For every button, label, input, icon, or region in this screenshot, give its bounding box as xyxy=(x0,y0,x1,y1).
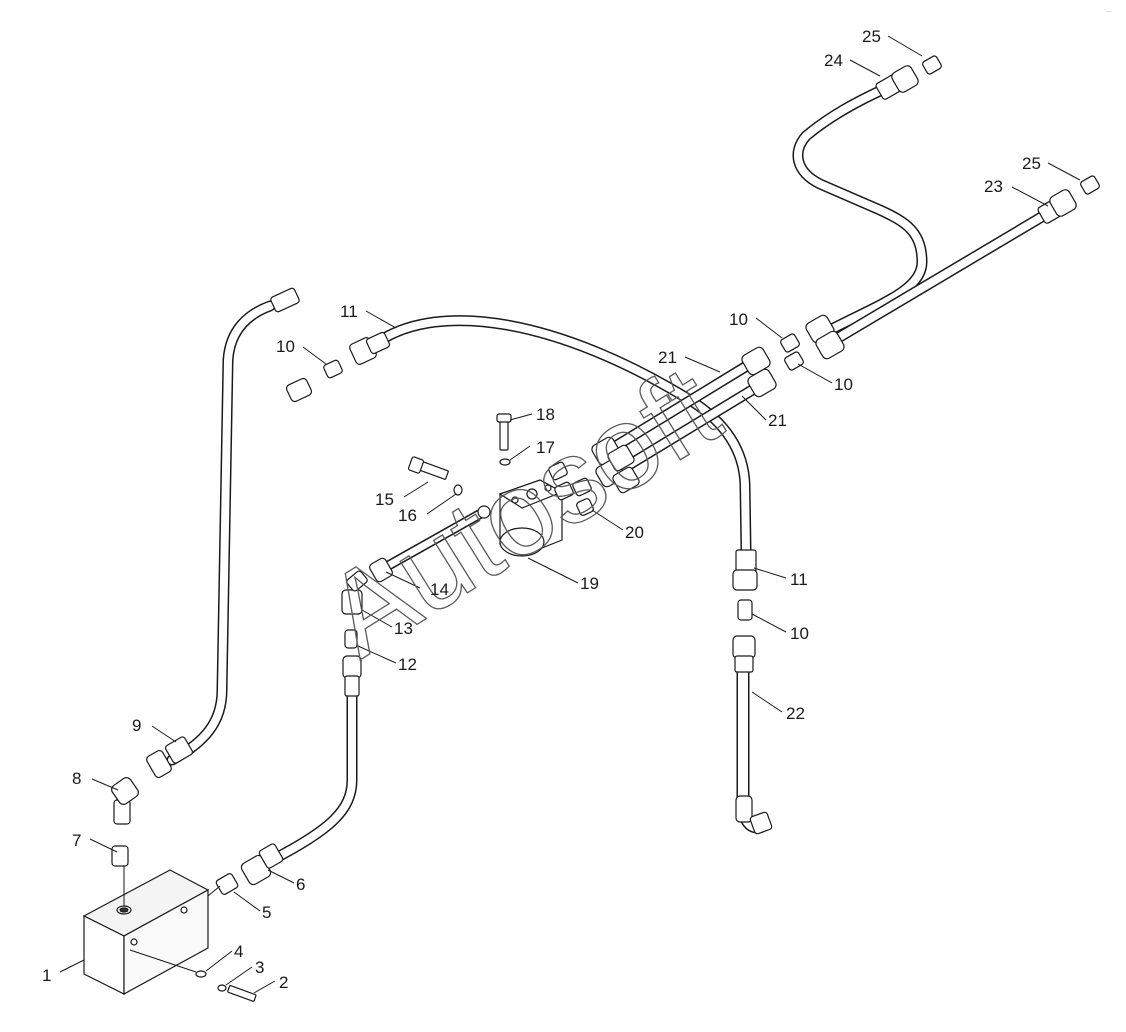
callout-17: 17 xyxy=(536,438,555,457)
fittings xyxy=(111,55,1100,1002)
callout-10-right-upper: 10 xyxy=(729,310,748,329)
callout-6: 6 xyxy=(296,875,305,894)
assembly-lines xyxy=(123,866,221,973)
callout-22: 22 xyxy=(786,704,805,723)
callout-11-upper: 11 xyxy=(340,302,358,321)
leader-lines xyxy=(59,35,1081,994)
callout-14: 14 xyxy=(430,580,449,599)
callout-16: 16 xyxy=(398,506,417,525)
callout-19: 19 xyxy=(580,574,599,593)
callout-25-right: 25 xyxy=(1022,154,1041,173)
callout-15: 15 xyxy=(375,490,394,509)
manifold-block-1 xyxy=(82,869,210,996)
callout-25-top: 25 xyxy=(862,27,881,46)
callout-10-lower: 10 xyxy=(790,624,809,643)
callout-5: 5 xyxy=(262,903,271,922)
callout-23: 23 xyxy=(984,177,1003,196)
callout-18: 18 xyxy=(536,405,555,424)
callout-10-right-lower: 10 xyxy=(834,375,853,394)
callout-20: 20 xyxy=(625,523,644,542)
callout-12: 12 xyxy=(398,655,417,674)
callout-10-left: 10 xyxy=(276,337,295,356)
callout-21-left: 21 xyxy=(658,348,677,367)
callout-1: 1 xyxy=(42,966,51,985)
corner-mark: … xyxy=(1106,8,1112,14)
callout-11-lower: 11 xyxy=(790,570,808,589)
callout-labels: 1 2 3 4 5 6 7 8 9 10 10 10 10 11 11 12 1… xyxy=(42,27,1041,992)
callout-21-right: 21 xyxy=(768,411,787,430)
callout-8: 8 xyxy=(72,769,81,788)
callout-2: 2 xyxy=(279,973,288,992)
callout-3: 3 xyxy=(255,958,264,977)
callout-13: 13 xyxy=(394,619,413,638)
callout-4: 4 xyxy=(234,942,243,961)
watermark: Autosoft xyxy=(304,341,741,682)
callout-24: 24 xyxy=(824,51,843,70)
callout-9: 9 xyxy=(132,716,141,735)
callout-7: 7 xyxy=(72,831,81,850)
